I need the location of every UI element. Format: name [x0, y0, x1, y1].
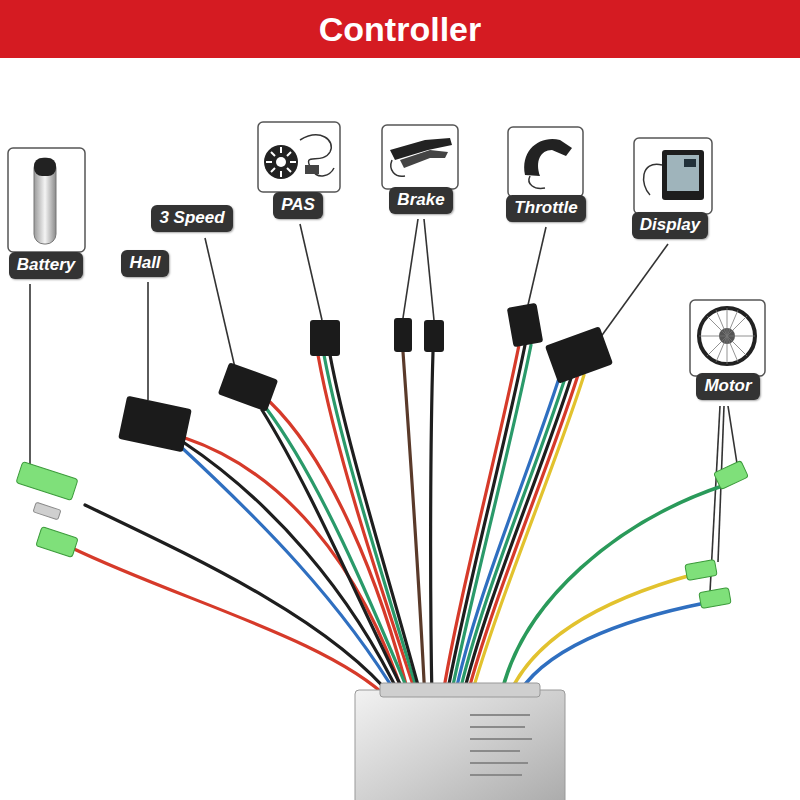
- callout-label: Display: [632, 212, 708, 239]
- brake-connector: [424, 320, 444, 352]
- display-cable: [644, 164, 662, 195]
- pas-cable: [300, 135, 334, 176]
- brake-connector: [394, 318, 412, 352]
- brake-icon: [382, 125, 458, 189]
- callout-label: Hall: [121, 250, 168, 277]
- label-text: PAS: [281, 195, 315, 215]
- label-text: 3 Speed: [159, 208, 224, 228]
- motor-icon: [690, 300, 765, 376]
- hall-connector: [118, 396, 192, 453]
- display-connector: [545, 326, 613, 383]
- label-text: Battery: [17, 255, 76, 275]
- wheel-rim: [699, 308, 755, 364]
- spade-connector: [685, 560, 717, 581]
- wire: [507, 574, 695, 700]
- leader-line: [424, 219, 434, 320]
- connectors: [16, 303, 748, 609]
- controller-box: [355, 690, 565, 800]
- leader-line: [29, 284, 31, 468]
- throttle-icon: [508, 127, 583, 197]
- label-text: Brake: [397, 190, 444, 210]
- callout-label: 3 Speed: [151, 205, 232, 232]
- display-icon: [634, 138, 712, 214]
- pas-icon: [258, 122, 340, 192]
- display-screen: [667, 155, 699, 191]
- spade-connector: [36, 527, 78, 558]
- label-text: Throttle: [514, 198, 577, 218]
- leader-line: [528, 227, 546, 305]
- wire: [85, 505, 395, 700]
- wheel-spokes: [699, 308, 755, 364]
- callout-label: PAS: [273, 192, 323, 219]
- wire: [72, 548, 390, 700]
- throttle-cable: [529, 176, 545, 188]
- throttle-connector: [507, 303, 543, 348]
- throttle-body: [524, 139, 572, 176]
- display-digits: [684, 159, 696, 167]
- wires: [72, 345, 725, 700]
- display-housing: [662, 150, 704, 200]
- callout-label: Brake: [389, 187, 452, 214]
- speed-connector: [218, 362, 278, 412]
- title-band: [0, 0, 800, 58]
- controller-housing: [355, 683, 565, 800]
- leader-line: [300, 224, 322, 320]
- callout-label: Throttle: [506, 195, 585, 222]
- spade-connector: [714, 461, 749, 490]
- brake-cable: [391, 160, 405, 176]
- icon-frame: [8, 148, 85, 252]
- wire: [403, 352, 425, 700]
- wire: [431, 352, 433, 700]
- pas-hub: [276, 157, 286, 167]
- icon-frame: [508, 127, 583, 197]
- icon-frame: [690, 300, 765, 376]
- battery-cap: [34, 158, 56, 176]
- pas-connector: [310, 320, 340, 356]
- label-text: Motor: [704, 376, 751, 396]
- callout-label: Motor: [696, 373, 759, 400]
- wire: [500, 485, 725, 700]
- brake-lever: [400, 150, 448, 168]
- battery-body: [34, 158, 56, 244]
- battery-icon: [8, 148, 85, 252]
- pas-sensor: [305, 165, 319, 174]
- wire: [185, 438, 405, 700]
- leader-line: [600, 244, 668, 338]
- cable-gland: [380, 683, 540, 697]
- icon-frame: [382, 125, 458, 189]
- diagram-title: Controller: [0, 0, 800, 58]
- title-text: Controller: [319, 10, 481, 49]
- spade-connector: [699, 588, 731, 609]
- callout-label: Battery: [9, 252, 84, 279]
- label-text: Hall: [129, 253, 160, 273]
- icon-frame: [258, 122, 340, 192]
- label-print: [470, 715, 532, 775]
- icon-frame: [634, 138, 712, 214]
- pas-magnets: [266, 147, 296, 177]
- wire: [180, 446, 400, 700]
- spade-connector: [16, 462, 78, 501]
- leader-line: [728, 406, 738, 470]
- leader-line: [147, 282, 149, 400]
- wire: [515, 603, 705, 700]
- pas-disc: [264, 145, 298, 179]
- leader-lines: [30, 219, 738, 592]
- label-text: Display: [640, 215, 700, 235]
- leader-line: [205, 238, 236, 372]
- wire: [262, 410, 408, 700]
- leader-line: [403, 219, 418, 318]
- bullet-connector: [33, 502, 61, 520]
